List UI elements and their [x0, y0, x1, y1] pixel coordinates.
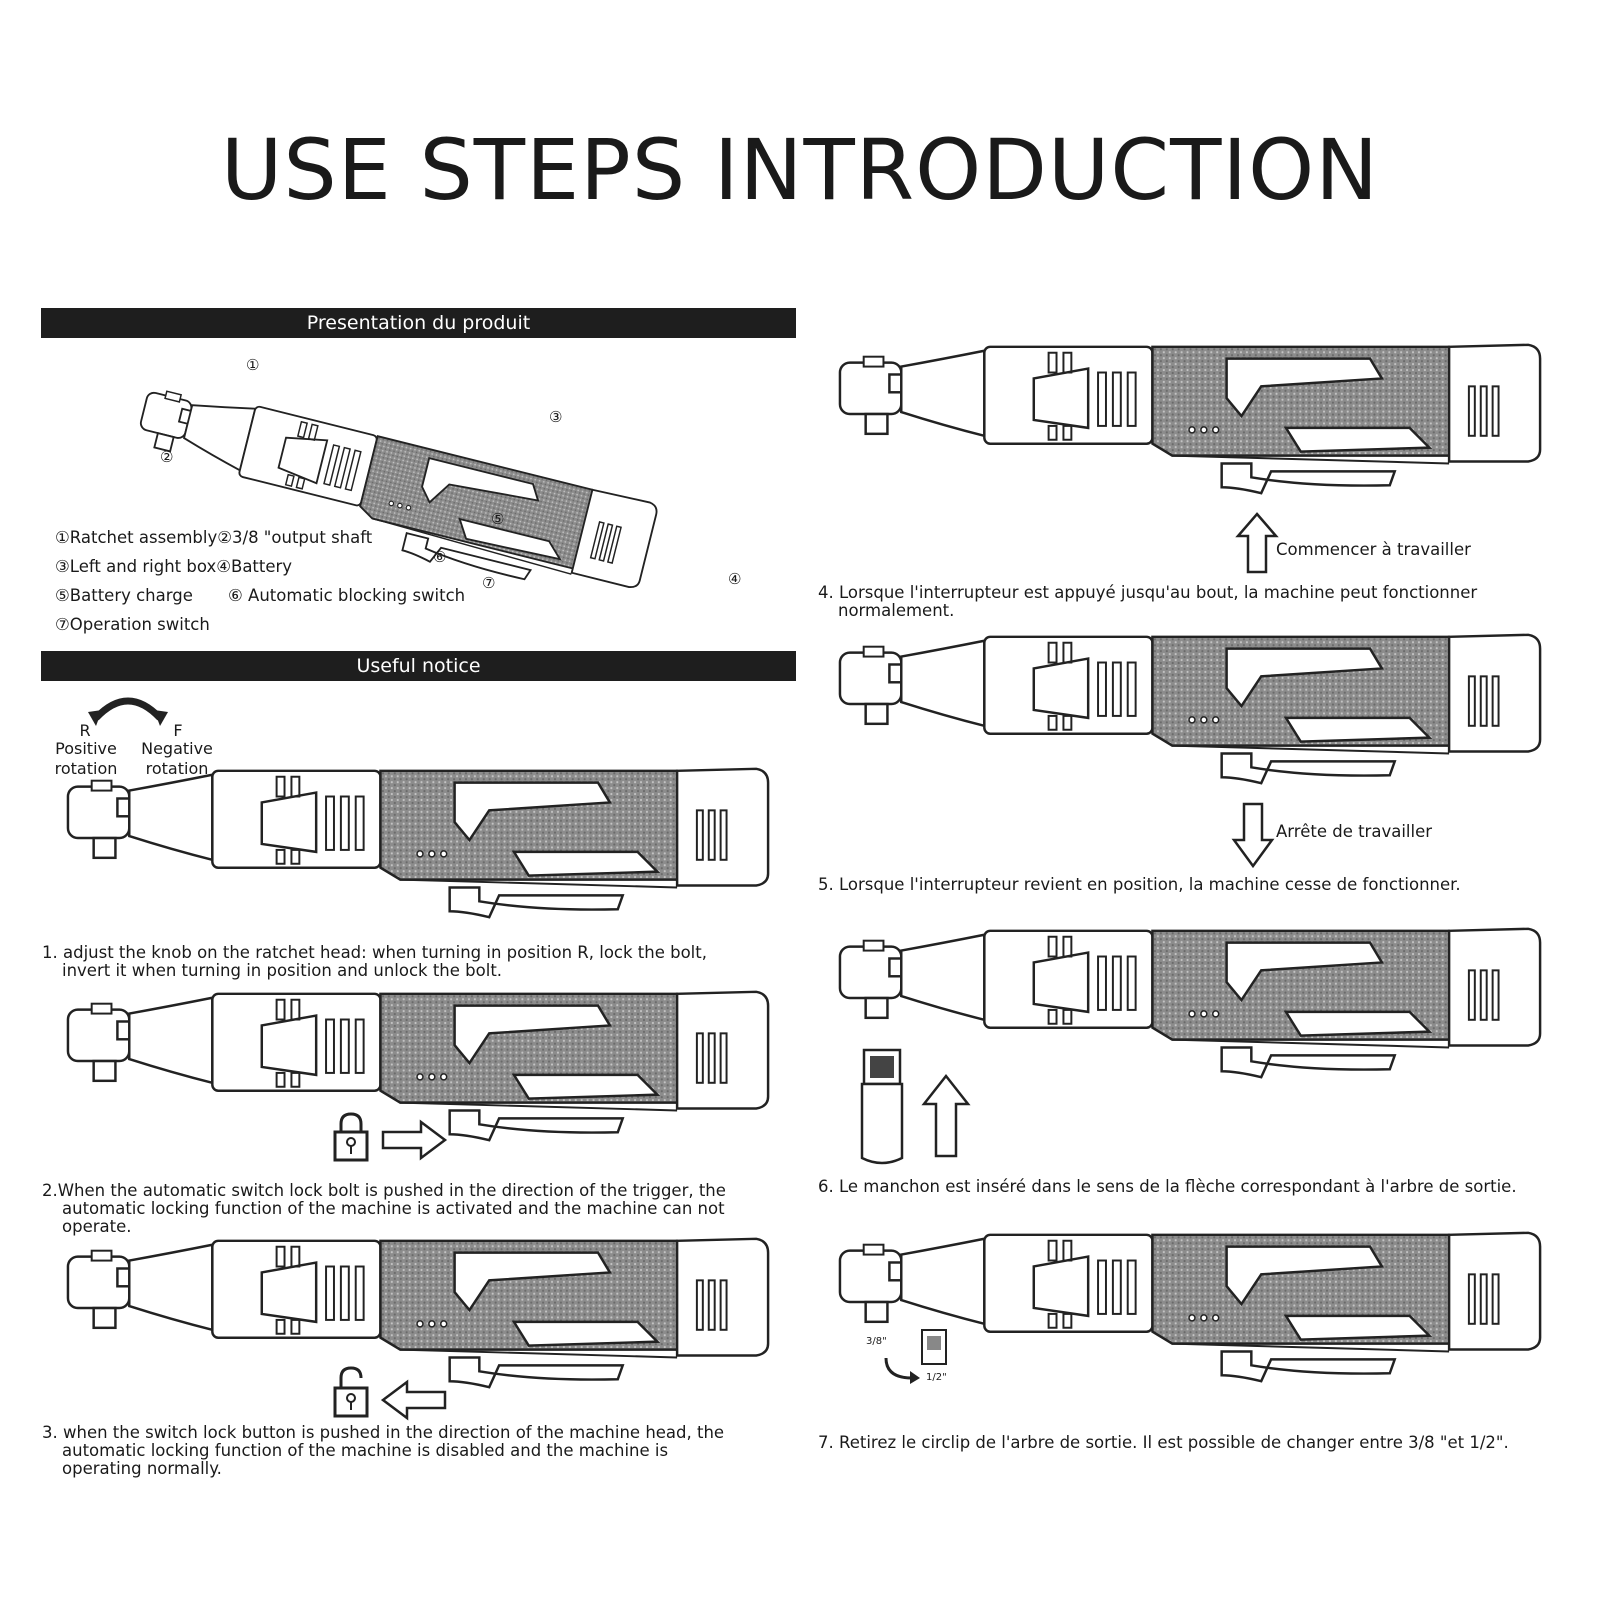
stop-working-label: Arrête de travailler: [1276, 822, 1433, 841]
wrench-step-3: [66, 1237, 770, 1389]
positive-rotation-label: rotation: [54, 759, 118, 778]
callout-1: ①: [246, 356, 260, 374]
swap-arrow-icon: [884, 1357, 920, 1384]
step-6-text: 6. Le manchon est inséré dans le sens de…: [818, 1177, 1517, 1196]
step-3-line-2: automatic locking function of the machin…: [62, 1441, 669, 1460]
adapter-icon: [921, 1329, 947, 1365]
step-3-line-1: 3. when the switch lock button is pushed…: [42, 1423, 725, 1442]
legend-line-4: ⑦Operation switch: [55, 615, 210, 634]
wrench-step-6: [838, 927, 1542, 1079]
callout-5: ⑤: [491, 510, 505, 528]
step-1-text: 1. adjust the knob on the ratchet head: …: [42, 944, 802, 980]
step-4-line-2: normalement.: [838, 601, 955, 620]
legend-line-1: ①Ratchet assembly②3/8 "output shaft: [55, 528, 373, 547]
negative-label: Negative: [141, 739, 213, 758]
size-small-label: 3/8": [866, 1336, 887, 1347]
step-4-line-1: 4. Lorsque l'interrupteur est appuyé jus…: [818, 583, 1478, 602]
arrow-right-icon: [381, 1119, 448, 1161]
step-2-line-3: operate.: [62, 1217, 132, 1236]
rotation-f-letter: F: [173, 721, 183, 740]
step-1-line-2: invert it when turning in position and u…: [62, 961, 503, 980]
arrow-left-icon: [380, 1379, 447, 1421]
size-large-label: 1/2": [926, 1372, 947, 1383]
step-2-text: 2.When the automatic switch lock bolt is…: [42, 1182, 802, 1236]
wrench-step-5: [838, 633, 1542, 785]
callout-4: ④: [728, 570, 742, 588]
wrench-step-1: [66, 767, 770, 919]
rotation-arrow-icon: [88, 697, 168, 726]
step-3-line-3: operating normally.: [62, 1459, 222, 1478]
callout-2: ②: [160, 448, 174, 466]
step-4-text: 4. Lorsque l'interrupteur est appuyé jus…: [818, 584, 1578, 620]
start-working-label: Commencer à travailler: [1276, 540, 1471, 559]
lock-open-icon: [333, 1366, 369, 1418]
socket-arrow-up-icon: [921, 1073, 971, 1158]
rotation-r-letter: R: [79, 721, 91, 740]
socket-icon: [860, 1048, 904, 1165]
section-header-presentation: Presentation du produit: [41, 308, 796, 338]
step-5-text: 5. Lorsque l'interrupteur revient en pos…: [818, 875, 1461, 894]
legend-line-3a: ⑤Battery charge: [55, 586, 193, 605]
step-2-line-2: automatic locking function of the machin…: [62, 1199, 725, 1218]
arrow-up-icon: [1235, 512, 1279, 574]
section-header-notice: Useful notice: [41, 651, 796, 681]
step-2-line-1: 2.When the automatic switch lock bolt is…: [42, 1181, 726, 1200]
legend-line-3b: ⑥ Automatic blocking switch: [228, 586, 466, 605]
step-1-line-1: 1. adjust the knob on the ratchet head: …: [42, 943, 707, 962]
step-7-text: 7. Retirez le circlip de l'arbre de sort…: [818, 1433, 1509, 1452]
negative-rotation-label: rotation: [145, 759, 209, 778]
lock-closed-icon: [333, 1112, 369, 1162]
legend-line-2: ③Left and right box④Battery: [55, 557, 293, 576]
positive-label: Positive: [55, 739, 117, 758]
step-3-text: 3. when the switch lock button is pushed…: [42, 1424, 802, 1478]
wrench-step-4: [838, 343, 1542, 495]
callout-7: ⑦: [482, 574, 496, 592]
page-title: USE STEPS INTRODUCTION: [220, 121, 1380, 219]
callout-3: ③: [549, 408, 563, 426]
arrow-down-icon: [1231, 802, 1275, 869]
callout-6: ⑥: [433, 548, 447, 566]
